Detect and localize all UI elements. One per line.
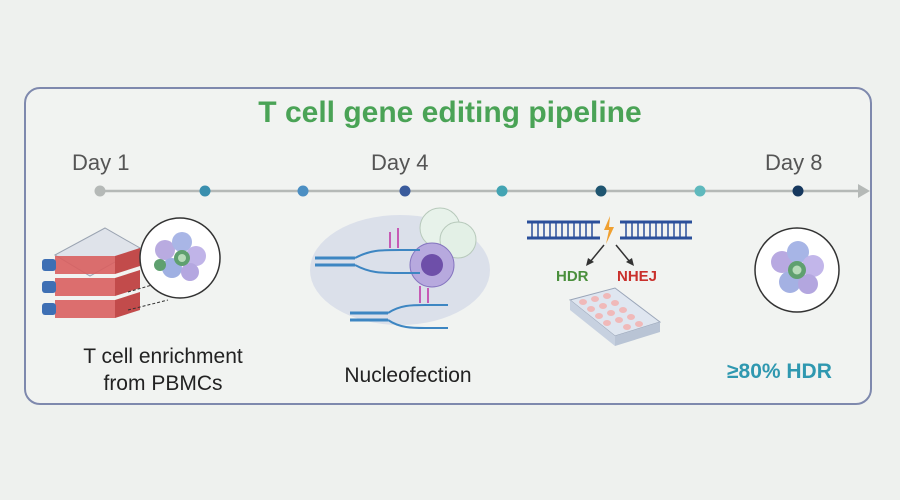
cell-cluster-icon [139, 217, 221, 299]
enrichment-caption: T cell enrichment from PBMCs [48, 343, 278, 397]
well-plate-icon [568, 287, 662, 346]
enrichment-caption-line2: from PBMCs [103, 372, 223, 395]
arrow-down-left-icon [586, 258, 594, 266]
lightning-icon [604, 216, 614, 244]
timeline-dot-day4 [399, 185, 411, 197]
diagram-title: T cell gene editing pipeline [258, 96, 642, 129]
timeline-dot [496, 185, 508, 197]
timeline-dot [297, 185, 309, 197]
arrow-down-right-icon [626, 258, 634, 266]
timeline-dot-day8 [792, 185, 804, 197]
edited-cell-cluster-icon [754, 227, 840, 313]
timeline-dot-day1 [94, 185, 106, 197]
hdr-result-label: ≥80% HDR [727, 360, 832, 383]
nucleofection-illustration [310, 207, 490, 329]
culture-flasks-icon [42, 227, 169, 318]
timeline-dot [199, 185, 211, 197]
hdr-label: HDR [556, 268, 589, 285]
timeline-dot [694, 185, 706, 197]
nhej-label: NHEJ [617, 268, 658, 285]
day-8-label: Day 8 [765, 150, 823, 175]
day-4-label: Day 4 [371, 150, 429, 175]
timeline-dot [595, 185, 607, 197]
nucleofection-caption: Nucleofection [344, 364, 472, 387]
day-1-label: Day 1 [72, 150, 130, 175]
timeline [94, 184, 870, 198]
enrichment-caption-line1: T cell enrichment [83, 345, 243, 368]
timeline-arrow-head [858, 184, 870, 198]
dna-break-icon [527, 216, 692, 266]
